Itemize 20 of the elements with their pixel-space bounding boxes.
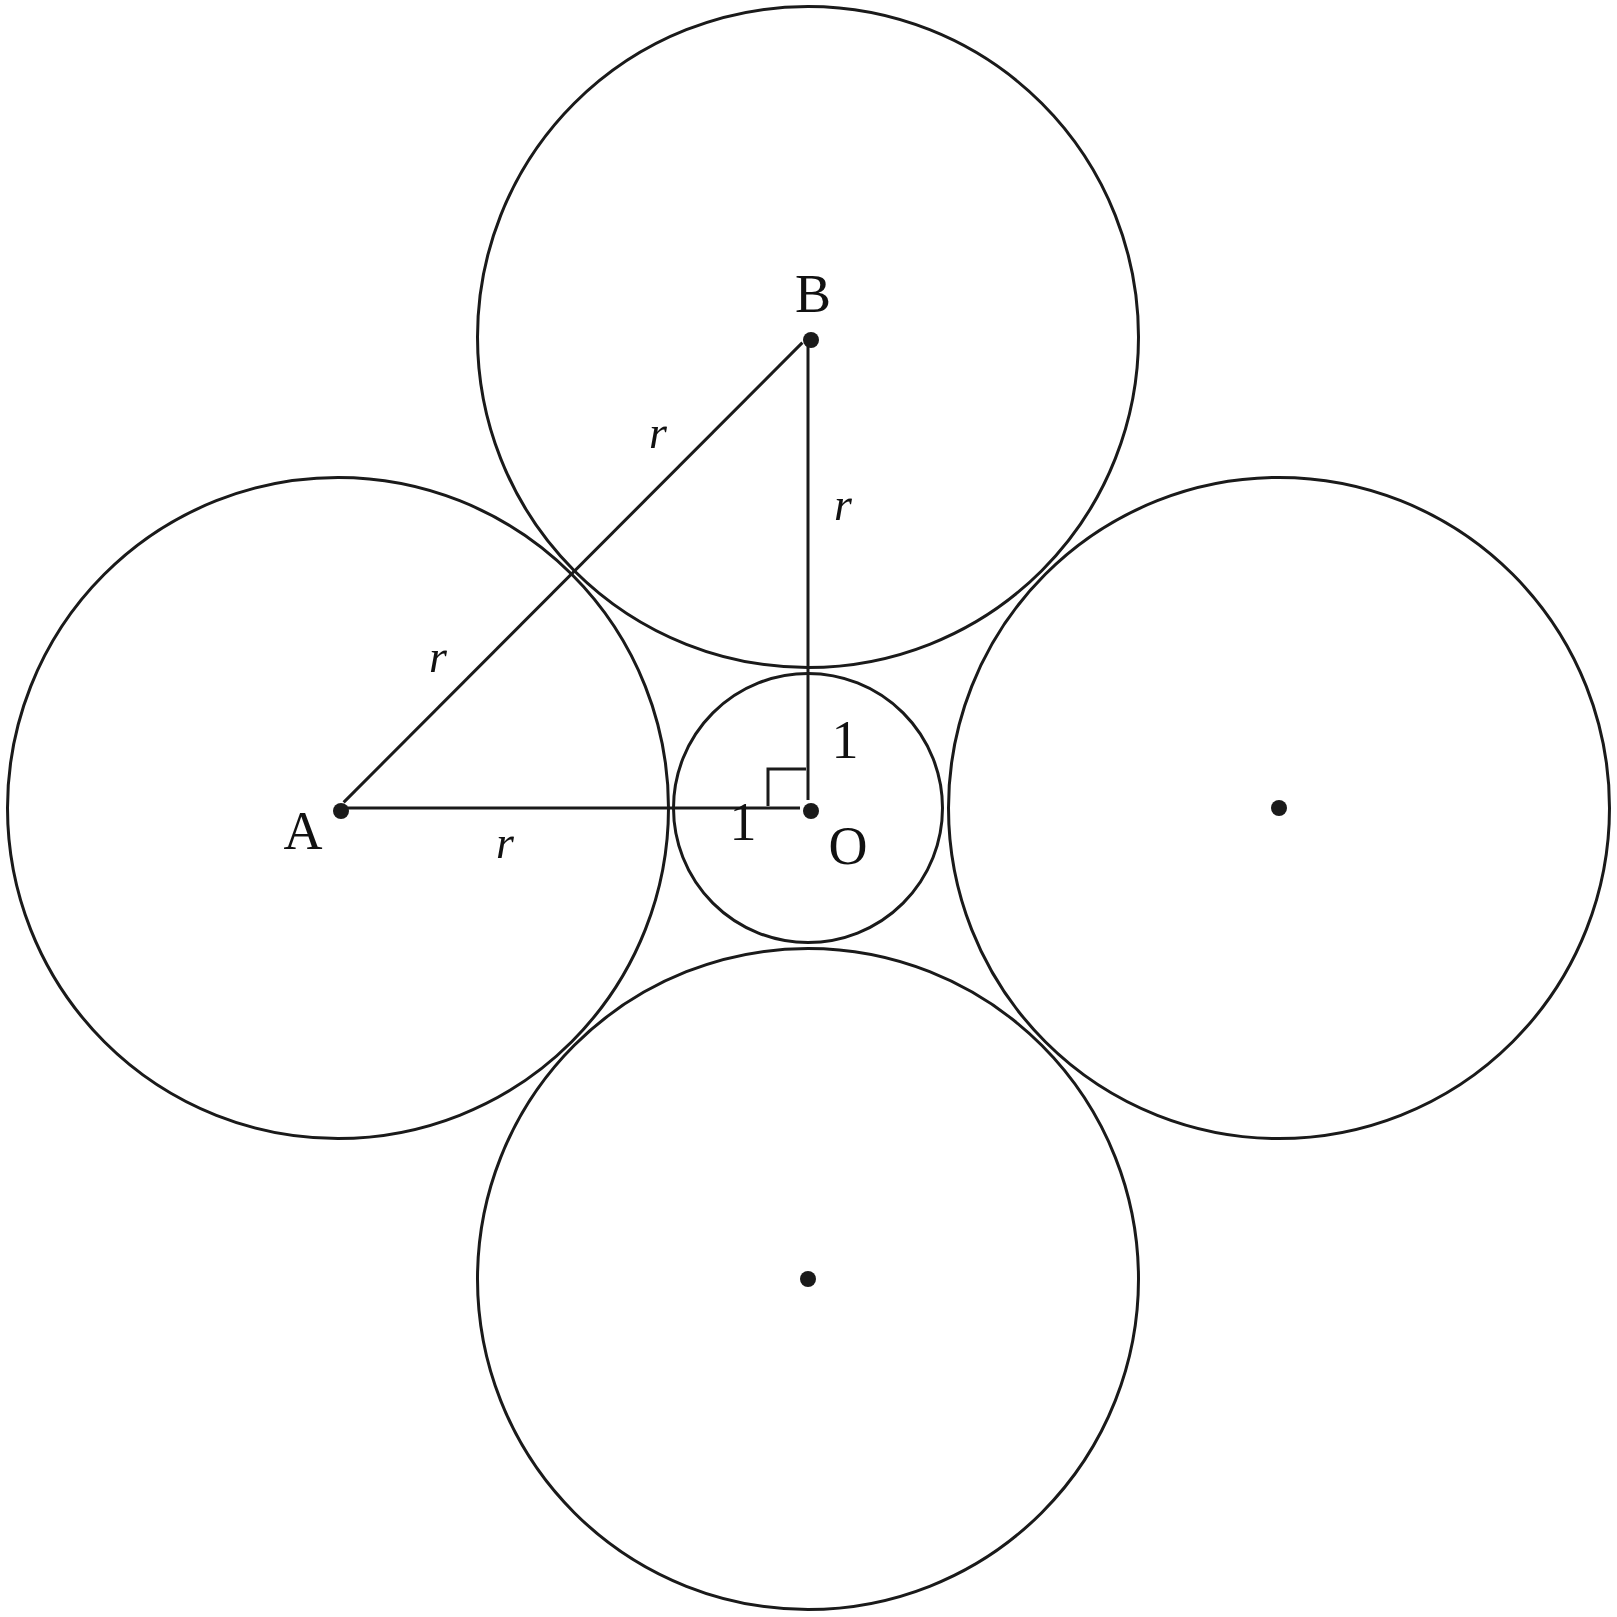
point-label: B (795, 267, 831, 321)
circle (476, 947, 1140, 1611)
length-label: r (429, 634, 447, 680)
point-dot (803, 332, 819, 348)
circle (672, 672, 944, 944)
point-dot (803, 803, 819, 819)
point-label: O (828, 819, 868, 873)
length-label: r (834, 482, 852, 528)
point-dot (333, 803, 349, 819)
length-label: r (649, 410, 667, 456)
length-label: r (496, 820, 514, 866)
circle (476, 5, 1140, 669)
line-segment (342, 341, 804, 804)
circle (6, 476, 670, 1140)
line-segment (806, 345, 810, 800)
measure-label: 1 (729, 795, 757, 849)
line-segment (346, 806, 800, 810)
measure-label: 1 (831, 713, 859, 767)
circle (947, 476, 1611, 1140)
point-label: A (283, 804, 323, 858)
